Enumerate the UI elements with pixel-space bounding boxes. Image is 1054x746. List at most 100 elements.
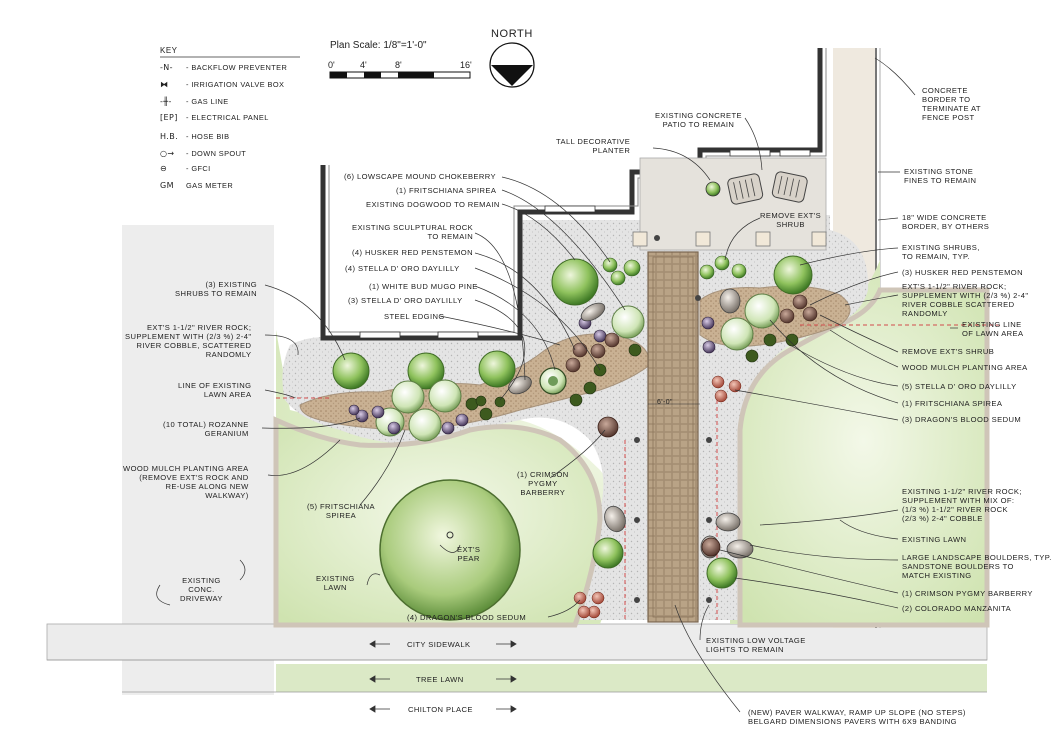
fritschiana-spirea [391,380,425,414]
label-dragon-4: (4) DRAGON'S BLOOD SEDUM [407,613,527,622]
lawn-right [737,287,990,628]
label-rozanne: (10 TOTAL) ROZANNE GERANIUM [163,420,249,438]
key-item: -╫- - GAS LINE [160,97,229,106]
window [437,331,479,339]
label-ext-pear: EXT'S PEAR [457,545,481,563]
label-fritschiana-5: (5) FRITSCHIANA SPIREA [307,502,376,520]
plan-scale-label: Plan Scale: 1/8"=1'-0" [330,40,427,51]
patio-pier [811,231,827,247]
existing-shrub [773,255,813,295]
key-item: ⊖ - GFCI [160,164,211,173]
patio-pier [695,231,711,247]
label-stella-3: (3) STELLA D' ORO DAYLILLY [348,296,463,305]
husker-red-penstemon [565,294,818,373]
graphic-scale [329,71,471,79]
patio-chair [727,173,764,205]
pear-trunk [446,531,454,539]
label-wood-mulch-left: WOOD MULCH PLANTING AREA (REMOVE EXT'S R… [123,464,249,500]
label-mugo: (1) WHITE BUD MUGO PINE [369,282,478,291]
manzanita [592,537,624,569]
key-symbol: GM [160,181,174,190]
label-stone-fines: EXISTING STONE FINES TO REMAIN [904,167,977,185]
label-river-rock-left: EXT'S 1-1/2" RIVER ROCK; SUPPLEMENT WITH… [125,323,252,359]
patio-pier [755,231,771,247]
scale-mark: 8' [395,60,402,70]
crimson-barberry [701,537,721,557]
label-wood-mulch-right: WOOD MULCH PLANTING AREA [902,363,1028,372]
key-symbol: [EP] [160,113,178,122]
label-city-sidewalk: CITY SIDEWALK [407,640,471,649]
label-sculptural-rock: EXISTING SCULPTURAL ROCK TO REMAIN [352,223,474,241]
label-existing-lawn-right: EXISTING LAWN [902,535,967,544]
label-existing-shrubs-remain: EXISTING SHRUBS, TO REMAIN, TYP. [902,243,980,261]
tall-planter [705,181,721,197]
dragons-blood-sedum [573,375,742,619]
key-symbol: -╫- [160,97,172,106]
label-tall-planter: TALL DECORATIVE PLANTER [556,137,631,155]
window [359,331,401,339]
mugo-pine-center [548,376,558,386]
label-existing-shrubs-left: (3) EXISTING SHRUBS TO REMAIN [175,280,258,298]
key-symbol: ○→ [160,149,175,158]
label-tree-lawn: TREE LAWN [416,675,464,684]
fritschiana-spirea [720,317,754,351]
key-item: H.B.- HOSE BIB [160,132,229,141]
driveway [122,225,274,695]
label-fritschiana-top: (1) FRITSCHIANA SPIREA [396,186,497,195]
scale-mark: 0' [328,60,335,70]
label-stella-4: (4) STELLA D' ORO DAYLILLY [345,264,460,273]
key-symbol: ⊖ [160,164,168,173]
tree-lawn-area [276,664,987,692]
label-existing-lawn-left: EXISTING LAWN [316,574,355,592]
window [779,149,811,157]
label-lowscape: (6) LOWSCAPE MOUND CHOKEBERRY [344,172,496,181]
label-boulders: LARGE LANDSCAPE BOULDERS, TYP. SANDSTONE… [902,553,1052,580]
label-paver-walkway: (NEW) PAVER WALKWAY, RAMP UP SLOPE (NO S… [748,708,966,726]
existing-patio [639,157,827,251]
label-stella-right: (5) STELLA D' ORO DAYLILLY [902,382,1017,391]
key-label: - BACKFLOW PREVENTER [186,63,288,72]
key-label: - IRRIGATION VALVE BOX [186,80,285,89]
key-label: - HOSE BIB [186,132,230,141]
key-label: GAS METER [186,181,234,190]
label-chilton-place: CHILTON PLACE [408,705,473,714]
label-husker-red-top: (4) HUSKER RED PENSTEMON [352,248,473,257]
manzanita [706,557,738,589]
key-label: - GAS LINE [186,97,229,106]
walkway-band [652,256,694,618]
fritschiana-spirea [428,379,462,413]
label-fritschiana-right: (1) FRITSCHIANA SPIREA [902,399,1003,408]
key-label: - GFCI [186,164,211,173]
label-concrete-border: CONCRETE BORDER TO TERMINATE AT FENCE PO… [922,86,981,122]
label-existing-driveway: EXISTING CONC. DRIVEWAY [180,576,223,603]
stella-doro-daylily [465,333,799,421]
key-item: GM GAS METER [160,181,233,190]
label-crimson-center: (1) CRIMSON PYGMY BARBERRY [517,470,569,497]
existing-shrub [332,352,370,390]
key-item: ⧓- IRRIGATION VALVE BOX [160,80,284,89]
rozanne-geranium [348,316,716,435]
key-item: ○→- DOWN SPOUT [160,149,246,158]
key-item: [EP]- ELECTRICAL PANEL [160,113,269,122]
label-husker-red-right: (3) HUSKER RED PENSTEMON [902,268,1023,277]
label-dogwood: EXISTING DOGWOOD TO REMAIN [366,200,500,209]
fritschiana-spirea [744,293,780,329]
window [729,149,771,157]
patio-pier [632,231,648,247]
scale-mark: 4' [360,60,367,70]
label-steel-edging: STEEL EDGING [384,312,445,321]
low-voltage-lights [634,235,712,603]
key-symbol: -N- [160,63,173,72]
key-item: -N- - BACKFLOW PREVENTER [160,63,287,72]
north-label: NORTH [491,28,533,40]
label-dragon-right: (3) DRAGON'S BLOOD SEDUM [902,415,1022,424]
existing-shrub [478,350,516,388]
label-existing-patio: EXISTING CONCRETE PATIO TO REMAIN [655,111,742,129]
dogwood-tree [551,258,599,306]
label-manzanita: (2) COLORADO MANZANITA [902,604,1012,613]
key-heading: KEY [160,46,178,55]
fritschiana-spirea [408,408,442,442]
label-low-voltage: EXISTING LOW VOLTAGE LIGHTS TO REMAIN [706,636,806,654]
fritschiana-spirea [611,305,645,339]
